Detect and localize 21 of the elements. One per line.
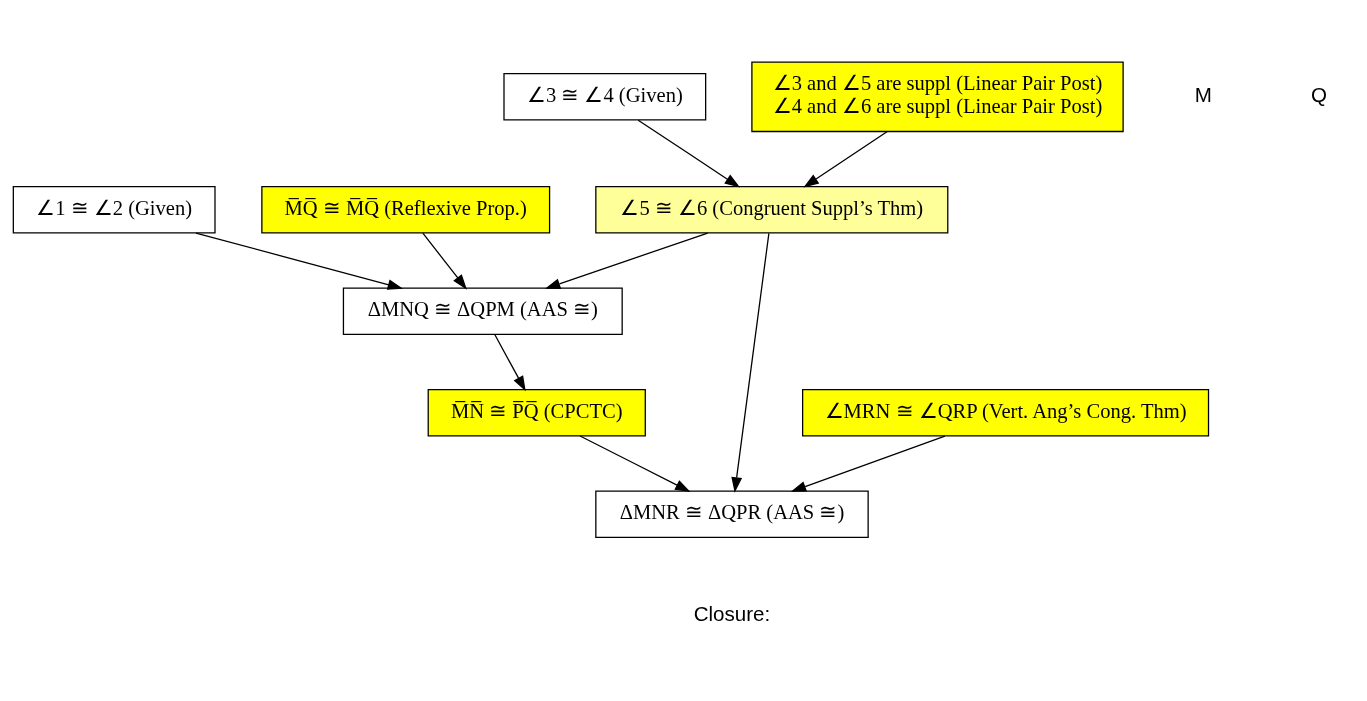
node-box: ∠1 ≅ ∠2 (Given) — [12, 186, 216, 234]
arrow — [731, 232, 770, 493]
arrow — [544, 232, 709, 289]
label: Closure: — [693, 601, 771, 625]
node-box: ΔMNR ≅ ΔQPR (AAS ≅) — [595, 490, 869, 539]
node-box: ∠3 ≅ ∠4 (Given) — [503, 73, 707, 121]
arrow — [637, 119, 741, 188]
node-box: ΔMNQ ≅ ΔQPM (AAS ≅) — [342, 287, 623, 336]
label: M — [1194, 82, 1212, 106]
label: Q — [1311, 82, 1327, 106]
arrow — [579, 435, 691, 492]
node-box: ∠3 and ∠5 are suppl (Linear Pair Post) ∠4 and ∠6 are suppl (Linear Pair Post) — [751, 61, 1124, 133]
node-box: ∠5 ≅ ∠6 (Congruent Suppl’s Thm) — [595, 186, 949, 234]
arrow — [790, 435, 946, 492]
arrow — [803, 130, 888, 188]
node-box: M̅N̅ ≅ P̅Q̅ (CPCTC) — [427, 389, 646, 437]
arrow — [494, 333, 526, 392]
arrow — [422, 232, 467, 290]
arrow — [195, 232, 404, 290]
node-box: ∠MRN ≅ ∠QRP (Vert. Ang’s Cong. Thm) — [802, 389, 1210, 437]
node-box: M̅Q̅ ≅ M̅Q̅ (Reflexive Prop.) — [261, 186, 551, 234]
